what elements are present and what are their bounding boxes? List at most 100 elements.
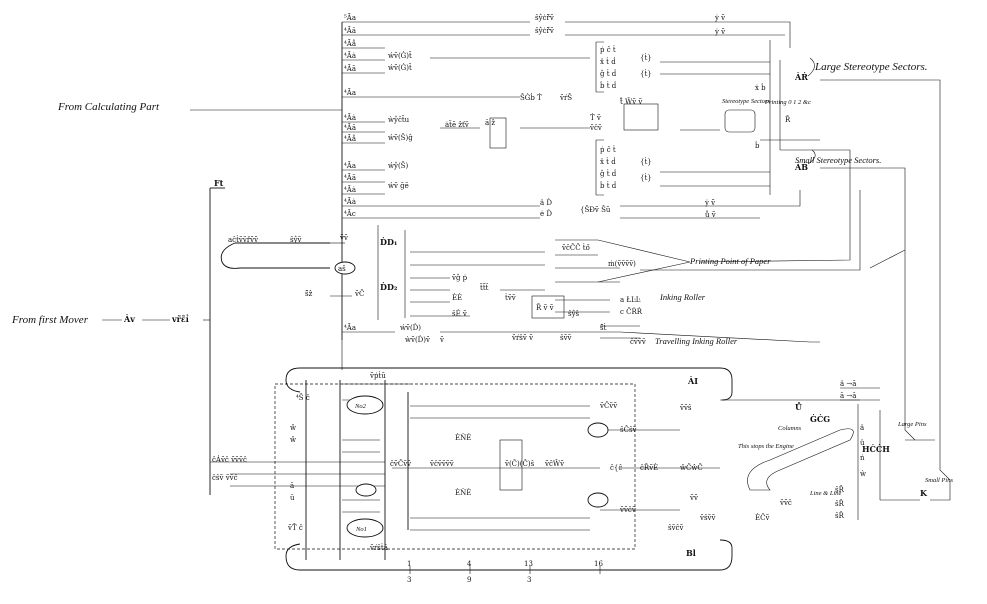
svg-text:ṽŕŝṫă: ṽŕŝṫă [369,543,388,552]
no1-label: No1 [355,526,367,533]
svg-text:ṽṽ: ṽṽ [339,234,348,242]
svg-text:ẁŷĉẗu: ẁŷĉẗu [388,115,410,124]
svg-text:ė Ḋ: ė Ḋ [540,209,552,218]
svg-text:Ȓ ṽ ṽ: Ȓ ṽ ṽ [536,303,554,312]
no1-ring [346,518,384,538]
al-symbol: ȦI [687,376,698,386]
svg-text:ĉ{ĉ: ĉ{ĉ [610,464,622,472]
svg-text:ẃŷ(Ŝ): ẃŷ(Ŝ) [388,161,408,170]
small-ring [355,483,377,497]
travelling-line [619,331,820,343]
this-stops-engine-label: This stops the Engine [738,443,794,450]
svg-text:ŝŷċř̃ṽ: ŝŷċř̃ṽ [535,13,554,22]
inking-roller-label: Inking Roller [659,292,706,302]
paper-return-line [640,190,861,271]
svg-text:ṽĝ ṗ: ṽĝ ṗ [451,274,468,282]
svg-text:ȧẗĕ ẑťṽ: ȧẗĕ ẑťṽ [445,120,469,129]
svg-text:ḊD₂: ḊD₂ [380,282,398,292]
printing-cone [597,239,691,283]
svg-text:⁴Āc: ⁴Āc [344,209,356,218]
svg-text:ĖŇĖ: ĖŇĖ [455,433,471,442]
svg-text:ū: ū [290,494,295,502]
line-and-line-label: Line & Line [809,490,842,497]
svg-text:⁴Āa: ⁴Āa [344,88,356,97]
svg-text:ṽṽĉṽ: ṽṽĉṽ [619,506,636,514]
svg-text:ṽĈ: ṽĈ [354,289,364,298]
gcg-symbol: ĠĊG [810,414,830,424]
svg-text:ẏ ṽ: ẏ ṽ [704,199,715,207]
scale-bottom-1: 3 [407,576,411,584]
columns-region: Columns Ů ĠĊG This stops the Engine Line… [738,380,880,522]
lower-bottom-loop-left [285,543,301,571]
svg-text:ẏ ṽ: ẏ ṽ [714,14,725,22]
svg-text:ŝĖ ṽ: ŝĖ ṽ [452,309,467,318]
svg-text:ṽ: ṽ [439,336,444,344]
svg-text:ṗ ĉ ṫ: ṗ ĉ ṫ [600,145,616,154]
svg-text:ṽĈṽṽ: ṽĈṽṽ [599,401,617,410]
printing-scale-label: Printing 0 1 2 &c [764,99,811,106]
bl-symbol: Bl [686,548,696,558]
svg-text:ȦṘ: ȦṘ [794,72,808,82]
svg-text:ŝŷċř̃ṽ: ŝŷċř̃ṽ [535,26,554,35]
svg-text:{ṫ}: {ṫ} [640,157,652,166]
small-pins-label: Small Pins [925,477,953,484]
svg-text:⁴Āa: ⁴Āa [344,323,356,332]
scale-top-4: 16 [594,560,603,568]
lower-bottom-loop [300,539,733,571]
svg-text:ŝŘ: ŝŘ [835,511,845,520]
svg-text:ẁ: ẁ [860,470,866,478]
svg-text:ṗ ĉ ṫ: ṗ ĉ ṫ [600,45,616,54]
large-pins-label: Large Pins [897,421,927,428]
small-stereotype-sectors-label: Small Stereotype Sectors. [795,155,881,165]
u-symbol: Ů [795,402,802,412]
hcch-symbol: HĊĊH [862,444,890,454]
svg-text:ā →ā: ā →ā [840,392,856,400]
svg-text:ĖĈṽ: ĖĈṽ [755,513,769,522]
inking-box [531,295,565,319]
svg-text:ŝŘ: ŝŘ [835,499,845,508]
svg-text:ĖĖ: ĖĖ [452,293,462,302]
columns-label: Columns [778,425,802,432]
right-loop-lines [699,21,941,400]
svg-text:ṫṽṽ: ṫṽṽ [505,293,516,302]
svg-text:ä Ḋ: ä Ḋ [540,198,552,207]
scale-top-2: 4 [467,560,472,568]
no2-ring [346,395,384,415]
svg-text:ĉṽṽṽ: ĉṽṽṽ [630,338,646,346]
scale-bottom-3: 3 [527,576,531,584]
svg-text:ŝŷŝ: ŝŷŝ [568,310,580,318]
svg-text:ṽĉŴṽ: ṽĉŴṽ [544,459,564,468]
svg-text:ḃ ṫ ḋ: ḃ ṫ ḋ [600,81,617,90]
svg-text:ŝṽṽ: ŝṽṽ [560,334,572,342]
svg-text:ŜĠḃ Ṫ: ŜĠḃ Ṫ [520,93,542,102]
svg-text:ü: ü [860,439,865,447]
svg-text:ȦḂ: ȦḂ [794,162,808,172]
travelling-inking-roller-label: Travelling Inking Roller [655,336,738,346]
svg-text:⁴Āă: ⁴Āă [344,26,356,35]
lower-rows [210,383,720,531]
svg-text:⁴Āa: ⁴Āa [344,161,356,170]
svg-text:c ĈṘṘ: c ĈṘṘ [620,307,643,316]
svg-text:ä →ā: ä →ā [840,380,856,388]
svg-text:⁴Āȧ: ⁴Āȧ [344,51,356,60]
svg-text:ṽṽĉ: ṽṽĉ [779,499,792,507]
as-ring [334,261,356,275]
svg-text:ẗẗẗ: ẗẗẗ [479,283,489,292]
svg-text:ẃṽ(Ġ)ẗ: ẃṽ(Ġ)ẗ [388,63,412,72]
svg-text:Ř: Ř [785,115,791,124]
upper-bracket-boxes: ṗ ĉ ṫ ẍ ṫ ḋ ĝ ṫ ḋ ḃ ṫ ḋ {ṫ} {ṫ} ṗ ĉ ṫ ẍ … [489,41,659,196]
bottom-scale-ticks [409,566,601,574]
k-symbol: K [920,488,928,498]
scale-bottom-2: 9 [467,576,471,584]
first-mover-symbol-1: Ȧv [123,314,135,324]
svg-text:a ŁĿĿ: a ŁĿĿ [620,296,641,304]
svg-text:ẋ ḃ: ẋ ḃ [755,83,766,92]
pins-line [930,400,951,501]
svg-text:⁴Āā: ⁴Āā [344,64,356,73]
svg-text:ẏ ṽ: ẏ ṽ [714,28,725,36]
svg-text:ĉṽĈṽṽ: ĉṽĈṽṽ [390,459,411,468]
as-symbol: aš [338,264,346,273]
svg-text:ā: ā [290,482,294,490]
mid-ring-lower [587,492,609,508]
svg-text:⁴Š č: ⁴Š č [296,393,310,402]
